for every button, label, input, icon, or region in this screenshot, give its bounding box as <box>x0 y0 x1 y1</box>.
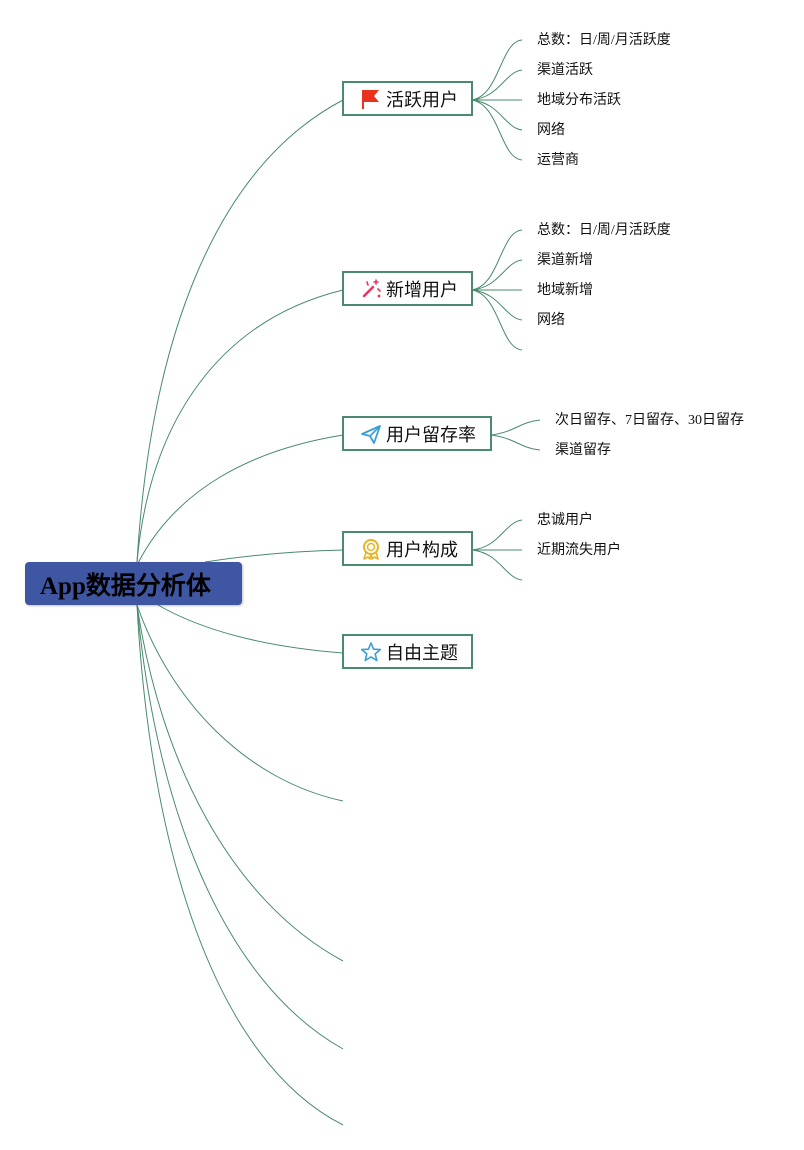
connector-active-child-2 <box>471 69 523 101</box>
subtopic-new-3[interactable]: 地域新增 <box>537 283 593 298</box>
topic-active-users-label: 活跃用户 <box>386 89 458 110</box>
connector-root-active-users <box>136 99 344 563</box>
subtopic-active-2[interactable]: 渠道活跃 <box>537 63 593 78</box>
connector-new-child-2 <box>471 259 523 291</box>
topic-free-topic-label: 自由主题 <box>386 642 458 663</box>
topic-free-topic[interactable]: 自由主题 <box>342 634 473 669</box>
paper-plane-icon <box>360 423 382 445</box>
subtopic-active-3[interactable]: 地域分布活跃 <box>537 93 621 108</box>
subtopic-composition-1[interactable]: 忠诚用户 <box>537 513 593 528</box>
connector-root-composition <box>204 549 344 563</box>
connector-root-empty-2 <box>136 604 344 962</box>
topic-retention-rate[interactable]: 用户留存率 <box>342 416 492 451</box>
connector-root-retention <box>136 434 344 566</box>
subtopic-active-5[interactable]: 运营商 <box>537 153 579 168</box>
award-medal-icon <box>360 538 382 560</box>
connector-new-child-4 <box>471 289 523 321</box>
connector-root-new-users <box>136 289 344 563</box>
root-topic[interactable]: App数据分析体 <box>25 562 242 605</box>
connector-retention-child-2 <box>490 434 541 451</box>
connector-root-empty-1 <box>136 604 344 802</box>
connector-new-child-1 <box>471 229 523 291</box>
subtopic-new-1[interactable]: 总数：日/周/月活跃度 <box>537 223 671 238</box>
connector-active-child-5 <box>471 99 523 161</box>
subtopic-active-4[interactable]: 网络 <box>537 123 565 138</box>
connector-composition-child-3 <box>471 549 523 581</box>
subtopic-retention-1[interactable]: 次日留存、7日留存、30日留存 <box>555 413 744 428</box>
topic-user-composition-label: 用户构成 <box>386 539 458 560</box>
root-topic-label: App数据分析体 <box>40 572 211 600</box>
topic-new-users-label: 新增用户 <box>386 279 458 300</box>
subtopic-new-2[interactable]: 渠道新增 <box>537 253 593 268</box>
topic-retention-rate-label: 用户留存率 <box>386 424 476 445</box>
connector-root-empty-3 <box>136 604 344 1050</box>
subtopic-active-1[interactable]: 总数：日/周/月活跃度 <box>537 33 671 48</box>
connector-new-child-5 <box>471 289 523 351</box>
connector-root-empty-4 <box>136 604 344 1126</box>
subtopic-composition-2[interactable]: 近期流失用户 <box>537 543 621 558</box>
connector-composition-child-1 <box>471 519 523 551</box>
magic-wand-icon <box>360 278 382 300</box>
subtopic-new-4[interactable]: 网络 <box>537 313 565 328</box>
topic-new-users[interactable]: 新增用户 <box>342 271 473 306</box>
connector-active-child-1 <box>471 39 523 101</box>
topic-active-users[interactable]: 活跃用户 <box>342 81 473 116</box>
connector-retention-child-1 <box>490 419 541 436</box>
star-icon <box>360 641 382 663</box>
subtopic-retention-2[interactable]: 渠道留存 <box>555 443 611 458</box>
connector-active-child-4 <box>471 99 523 131</box>
flag-icon <box>360 88 382 110</box>
connector-root-free-topic <box>157 604 344 654</box>
topic-user-composition[interactable]: 用户构成 <box>342 531 473 566</box>
